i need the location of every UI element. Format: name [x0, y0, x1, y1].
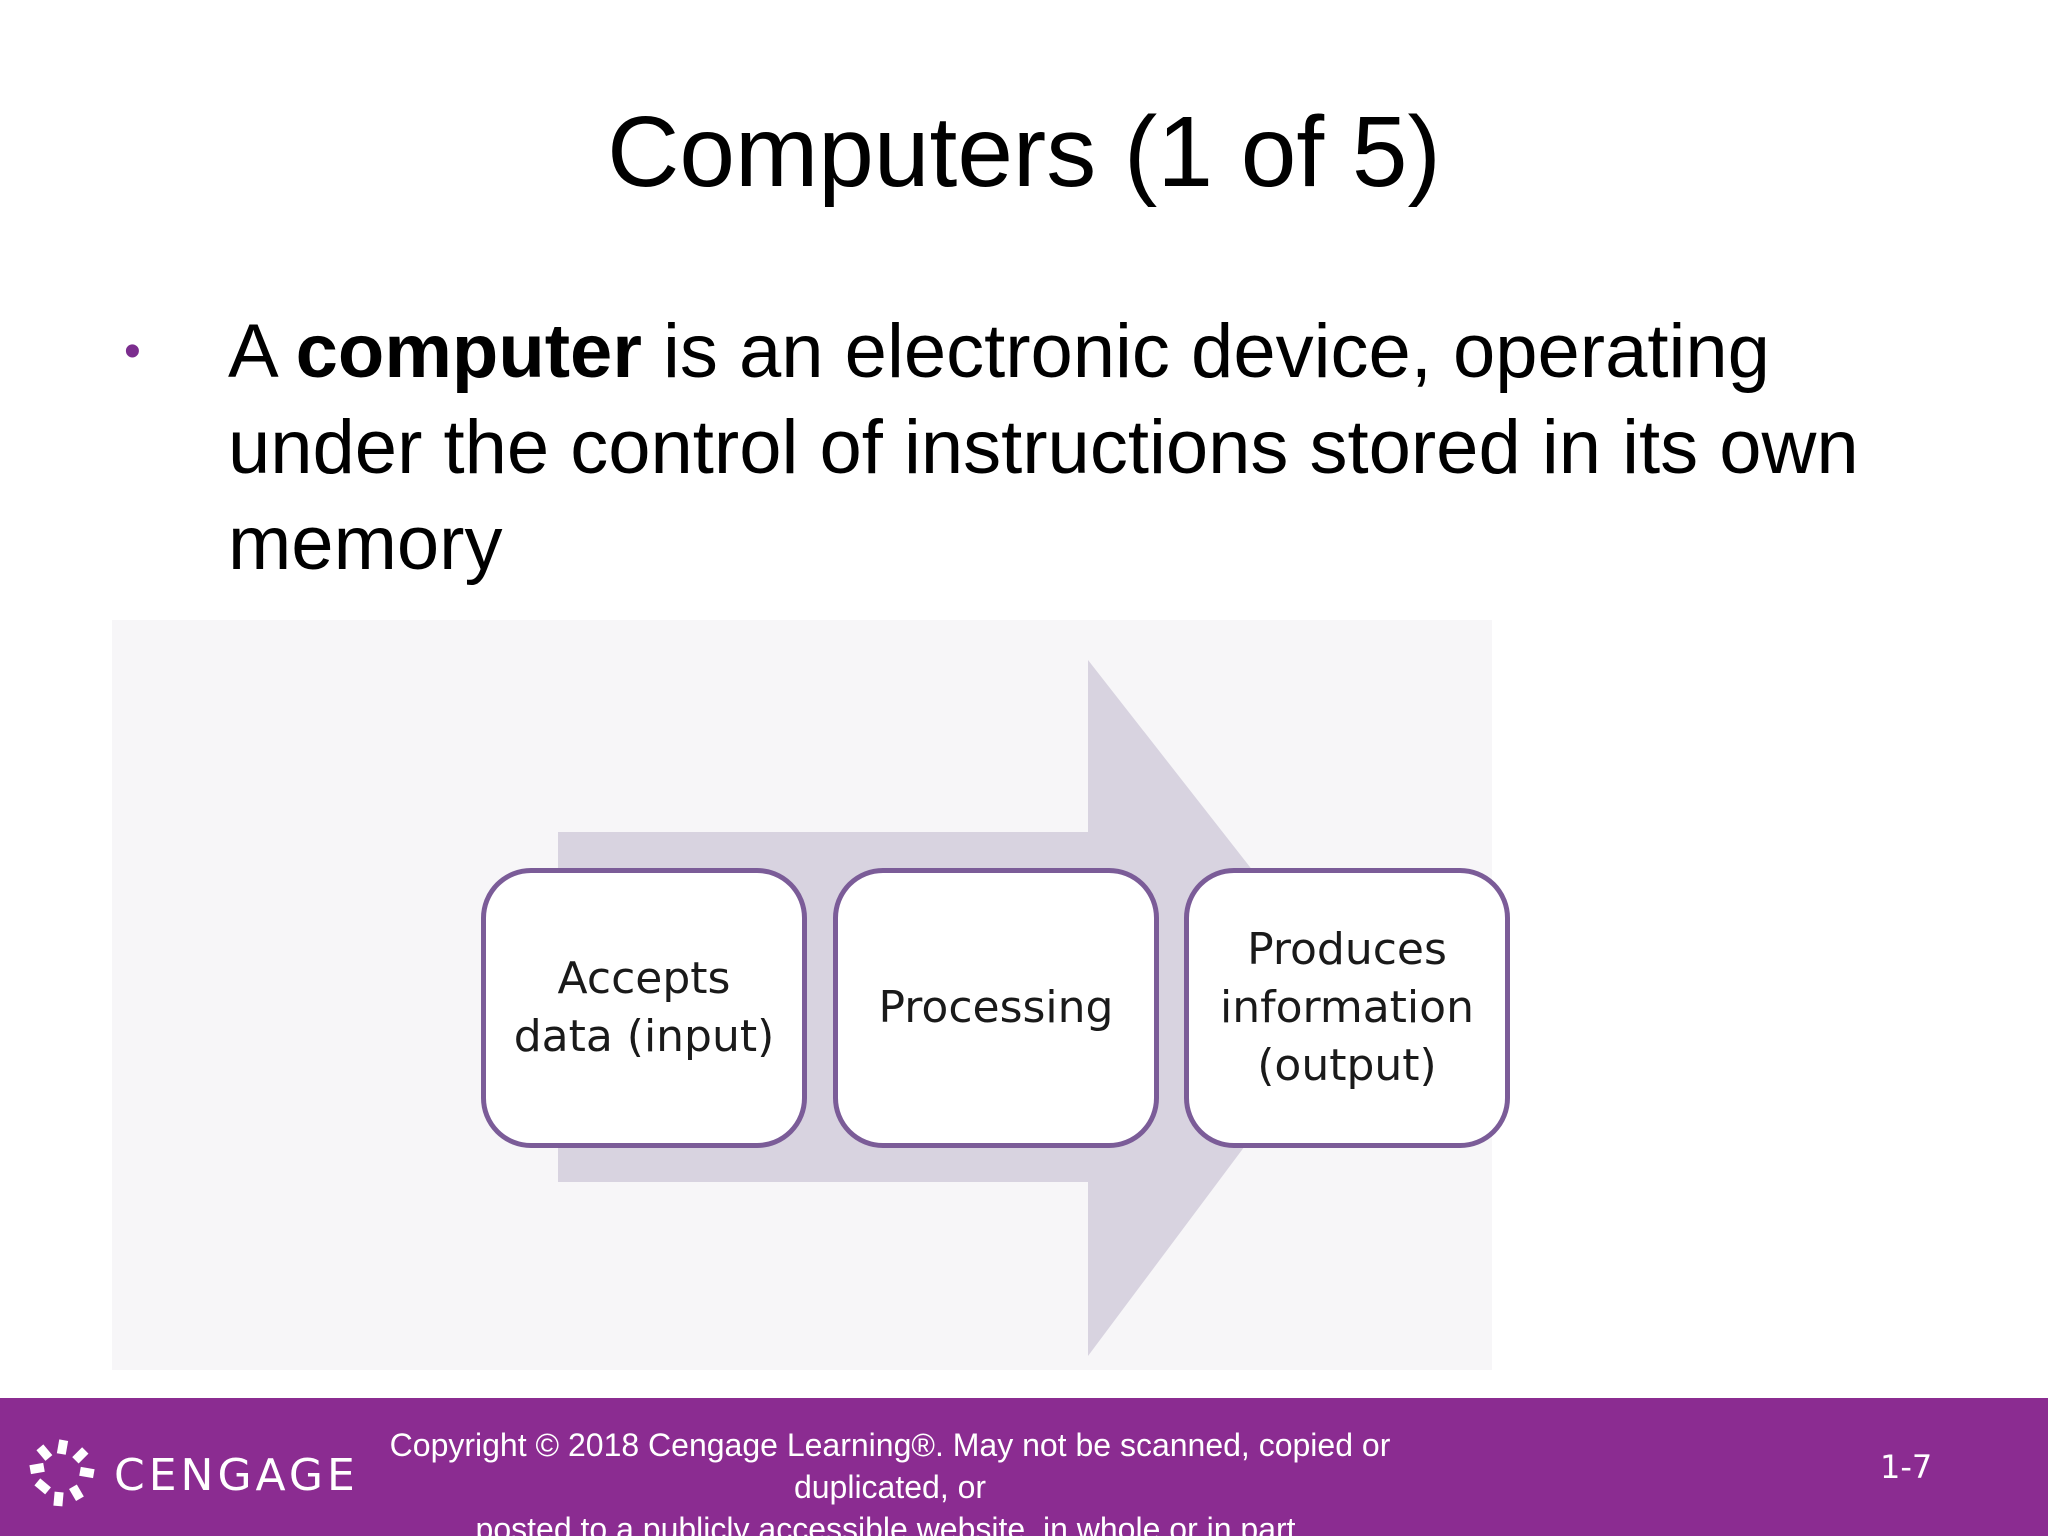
bullet-term: computer — [295, 309, 642, 394]
copyright-line-2: posted to a publicly accessible website,… — [475, 1511, 1305, 1536]
process-arrow-diagram — [558, 660, 1354, 1356]
copyright-line-1: Copyright © 2018 Cengage Learning®. May … — [389, 1427, 1391, 1505]
page-number: 1-7 — [1880, 1448, 1933, 1486]
bullet-rest: is an electronic device, operating under… — [228, 309, 1859, 586]
bullet-text: A computer is an electronic device, oper… — [228, 304, 1948, 592]
step-label-output: Produces information (output) — [1220, 924, 1474, 1091]
step-box-processing: Processing — [833, 868, 1159, 1148]
copyright-notice: Copyright © 2018 Cengage Learning®. May … — [380, 1424, 1400, 1536]
step-box-output: Produces information (output) — [1184, 868, 1510, 1148]
bullet-icon: • — [124, 325, 141, 378]
step-label-processing: Processing — [878, 982, 1114, 1033]
slide-title: Computers (1 of 5) — [607, 96, 1441, 208]
cengage-logo-icon — [29, 1439, 95, 1507]
step-label-input: Accepts data (input) — [513, 953, 775, 1062]
step-box-input: Accepts data (input) — [481, 868, 807, 1148]
cengage-logo: CENGAGE — [28, 1438, 355, 1508]
cengage-logo-text: CENGAGE — [114, 1450, 359, 1501]
bullet-prefix: A — [228, 309, 296, 394]
footer-bar: CENGAGE Copyright © 2018 Cengage Learnin… — [0, 1398, 2048, 1536]
